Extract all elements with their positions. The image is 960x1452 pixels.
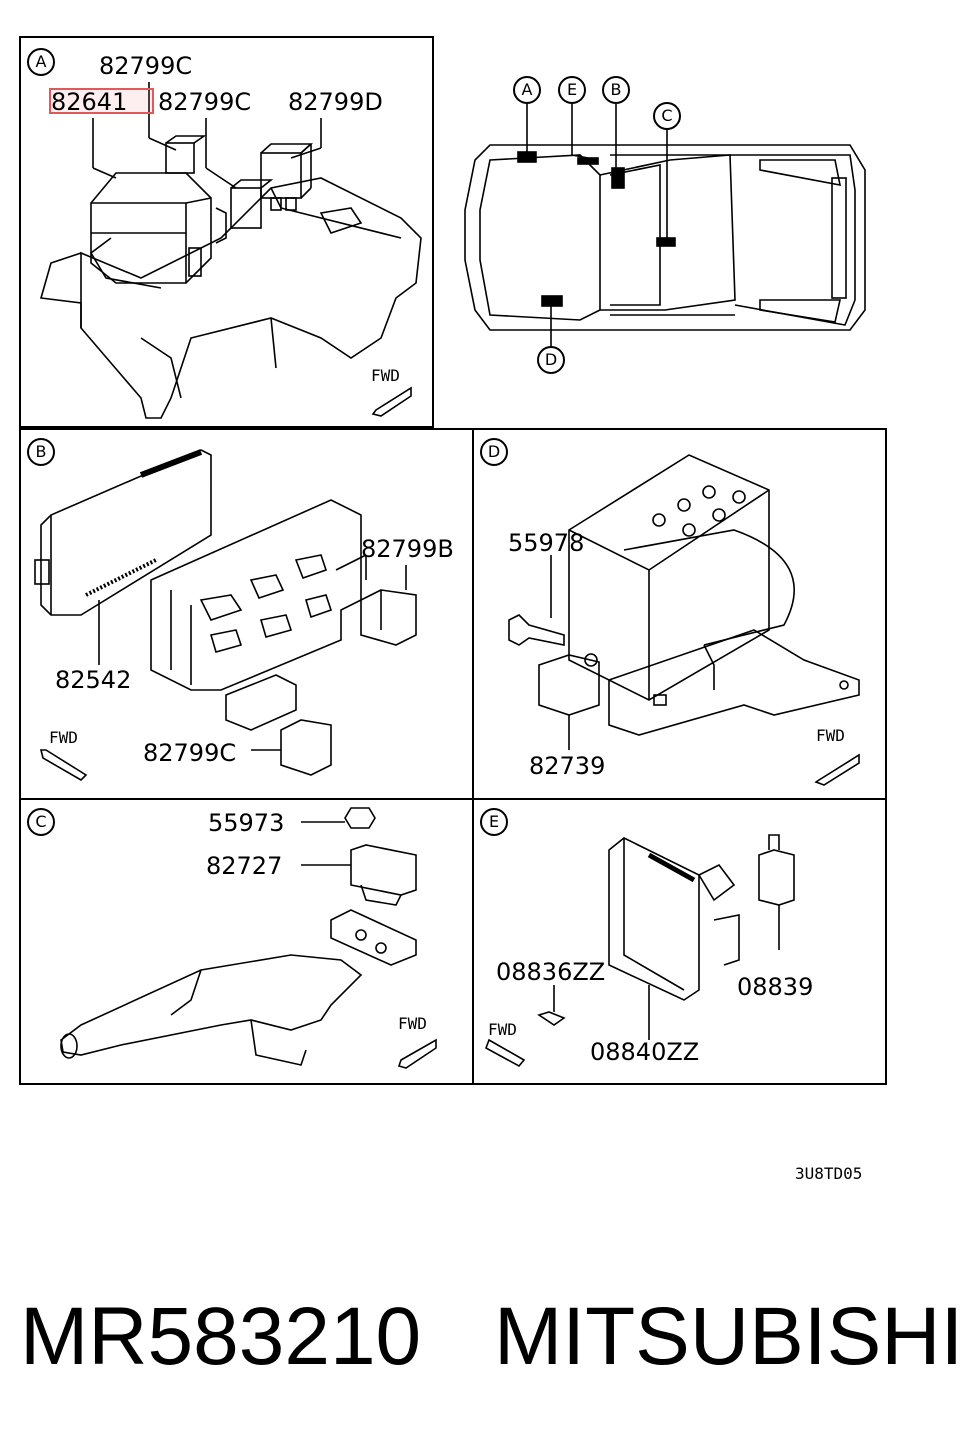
panel-a: A 82799C 82641 82799C 82799D FWD xyxy=(19,36,434,428)
part-label-08840zz[interactable]: 08840ZZ xyxy=(590,1038,700,1066)
fwd-label: FWD xyxy=(816,726,845,745)
part-label-82799c-top[interactable]: 82799C xyxy=(99,52,193,80)
part-label-82727[interactable]: 82727 xyxy=(206,852,283,880)
locator-badge-e: E xyxy=(558,76,586,104)
panel-d: D 55978 82739 FWD xyxy=(472,428,887,800)
part-number-title: MR583210 xyxy=(20,1291,422,1382)
control-unit-illustration xyxy=(485,834,795,1068)
fwd-label: FWD xyxy=(398,1014,427,1033)
highlight-box xyxy=(49,88,154,114)
fwd-label: FWD xyxy=(371,366,400,385)
junction-block-illustration xyxy=(34,449,417,782)
panel-b: B 82799B 82542 82799C FWD xyxy=(19,428,474,800)
fuse-box-illustration xyxy=(39,82,422,419)
part-label-82799d[interactable]: 82799D xyxy=(288,88,383,116)
part-label-82641-highlighted[interactable]: 82641 xyxy=(51,88,128,116)
locator-badge-b: B xyxy=(602,76,630,104)
locator-badge-c: C xyxy=(653,102,681,130)
locator-badge-d: D xyxy=(537,346,565,374)
part-label-82799c-bottom[interactable]: 82799C xyxy=(143,739,237,767)
part-label-82799b[interactable]: 82799B xyxy=(361,535,454,563)
callout-b-badge: B xyxy=(27,438,55,466)
locator-badge-a: A xyxy=(513,76,541,104)
part-label-82799c-mid[interactable]: 82799C xyxy=(158,88,252,116)
fwd-label: FWD xyxy=(49,728,78,747)
diagram-code: 3U8TD05 xyxy=(795,1164,863,1183)
callout-a-badge: A xyxy=(27,48,55,76)
vehicle-locator-diagram xyxy=(464,104,866,346)
panel-e: E 08836ZZ 08839 08840ZZ FWD xyxy=(472,798,887,1085)
part-label-82739[interactable]: 82739 xyxy=(529,752,606,780)
callout-d-badge: D xyxy=(480,438,508,466)
part-label-08839[interactable]: 08839 xyxy=(737,973,814,1001)
hydraulic-unit-illustration xyxy=(508,454,860,786)
part-label-08836zz[interactable]: 08836ZZ xyxy=(496,958,606,986)
parking-brake-illustration xyxy=(60,807,437,1069)
panel-c: C 55973 82727 FWD xyxy=(19,798,474,1085)
callout-c-badge: C xyxy=(27,808,55,836)
part-label-55978[interactable]: 55978 xyxy=(508,529,585,557)
part-label-55973[interactable]: 55973 xyxy=(208,809,285,837)
part-label-82542[interactable]: 82542 xyxy=(55,666,132,694)
fwd-label: FWD xyxy=(488,1020,517,1039)
brand-title: MITSUBISHI xyxy=(494,1291,960,1382)
callout-e-badge: E xyxy=(480,808,508,836)
